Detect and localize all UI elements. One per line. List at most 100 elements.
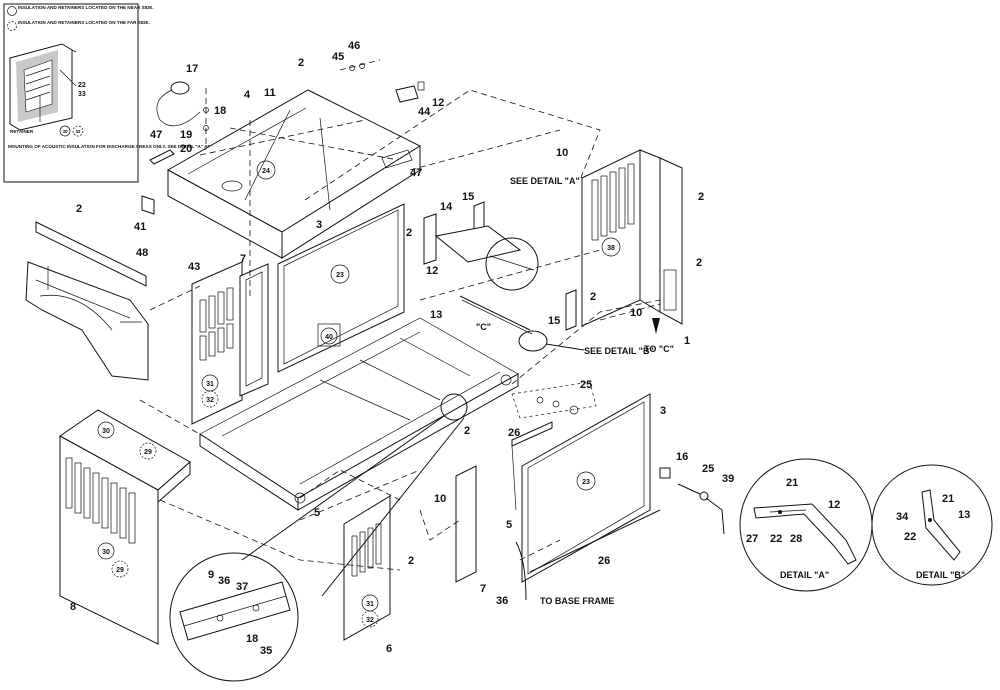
balloon-23a [330,264,350,284]
callout-21-detail-b: 21 [942,493,954,505]
balloon-30b-label: 30 [102,549,110,556]
balloon-31a-label: 31 [206,381,214,388]
left-side-panel-43 [191,261,243,425]
balloon-23b [576,471,596,491]
callout-13-detail-b: 13 [958,509,970,521]
callout-12-mid: 12 [426,265,438,277]
front-left-panel-8 [59,409,191,645]
callout-7-top: 7 [240,253,246,265]
balloon-29a [139,442,157,460]
balloon-30a-label: 30 [102,428,110,435]
near-side-symbol [7,6,17,16]
strip-7a [239,263,269,397]
left-bracket-48 [25,221,149,381]
retainer-ref-32: 32 [75,129,81,134]
callout-2-center: 2 [464,425,470,437]
callout-2: 2 [298,57,304,69]
balloon-30b [97,542,115,560]
brackets-12-14-15 [423,201,577,331]
strip-7b [455,465,477,583]
cable-36 [515,541,527,601]
callout-9: 9 [208,569,214,581]
balloon-31b-label: 31 [366,601,374,608]
callout-39: 39 [722,473,734,485]
bracket-26 [511,421,553,511]
balloon-32b [361,610,379,628]
callout-25-top: 25 [580,379,592,391]
callout-10-right: 10 [630,307,642,319]
callout-16: 16 [676,451,688,463]
rear-panel-3 [277,203,405,373]
callout-19: 19 [180,129,192,141]
hardware-25 [511,381,597,419]
callout-10-bottom: 10 [434,493,446,505]
detail-b-title: DETAIL "B" [916,570,965,580]
callout-11: 11 [264,87,276,99]
callout-1: 1 [684,335,690,347]
callout-3-front: 3 [660,405,666,417]
magnified-detail-circle [169,393,468,682]
roof-panel [166,89,422,259]
balloon-40-label: 40 [325,334,333,341]
balloon-30a [97,421,115,439]
callout-26-bottom: 26 [598,555,610,567]
callout-7-bottom: 7 [480,583,486,595]
callout-numbers: 2 45 46 17 4 11 18 19 20 47 47 44 12 10 … [70,40,970,657]
detail-a-ref-circle [485,237,539,291]
callout-26-top: 26 [508,427,520,439]
callout-4: 4 [244,89,251,101]
callout-27: 27 [746,533,758,545]
leader-lines [139,89,661,571]
callout-2-near-15: 2 [590,291,596,303]
callout-22-detail-b: 22 [904,531,916,543]
callout-45: 45 [332,51,344,63]
callout-13: 13 [430,309,442,321]
gasket-47 [149,149,175,165]
legend-box: INSULATION AND RETAINERS LOCATED ON THE … [3,3,288,183]
balloon-38 [601,237,621,257]
balloon-32b-label: 32 [366,617,374,624]
callout-43: 43 [188,261,200,273]
inset-ref-33: 33 [78,91,86,98]
callout-18: 18 [214,105,226,117]
mounting-note: MOUNTING OF ACOUSTIC INSULATION FOR DISC… [8,144,288,149]
detail-b [871,464,993,586]
callout-18-detail: 18 [246,633,258,645]
callout-3-rear: 3 [316,219,322,231]
callout-8: 8 [70,601,76,613]
callout-28: 28 [790,533,802,545]
splitter-13 [459,295,533,335]
callout-47-left: 47 [150,129,162,141]
see-detail-a-label: SEE DETAIL "A" [510,176,580,186]
callout-10-top: 10 [556,147,568,159]
cable-grommet-17 [156,81,201,127]
callout-17: 17 [186,63,198,75]
balloon-31b [361,594,379,612]
callout-36-cable: 36 [496,595,508,607]
callout-46: 46 [348,40,360,52]
retainer-label: RETAINER [10,129,34,134]
callout-22-detail-a: 22 [770,533,782,545]
bracket-44 [395,81,425,103]
balloon-23b-label: 23 [582,479,590,486]
see-detail-b-label: SEE DETAIL "B" [584,346,654,356]
clip-41 [141,195,155,215]
front-door-panel-3 [521,393,661,583]
callout-2-mid: 2 [406,227,412,239]
callout-2-far-right: 2 [696,257,702,269]
callout-25-right: 25 [702,463,714,475]
balloon-29b-label: 29 [116,567,124,574]
callout-47-right: 47 [410,167,422,179]
balloon-32a [201,390,219,408]
latch-parts [659,467,725,535]
detail-a-title: DETAIL "A" [780,570,829,580]
callout-15-bottom: 15 [548,315,560,327]
to-c-label: TO "C" [644,344,674,354]
callout-2-right: 2 [698,191,704,203]
c-marker-label: "C" [476,322,491,332]
balloon-29b [111,560,129,578]
callout-35: 35 [260,645,272,657]
callout-34: 34 [896,511,909,523]
legend-far-side: INSULATION AND RETAINERS LOCATED ON THE … [18,20,150,25]
retainer-balloon-30 [59,125,71,137]
